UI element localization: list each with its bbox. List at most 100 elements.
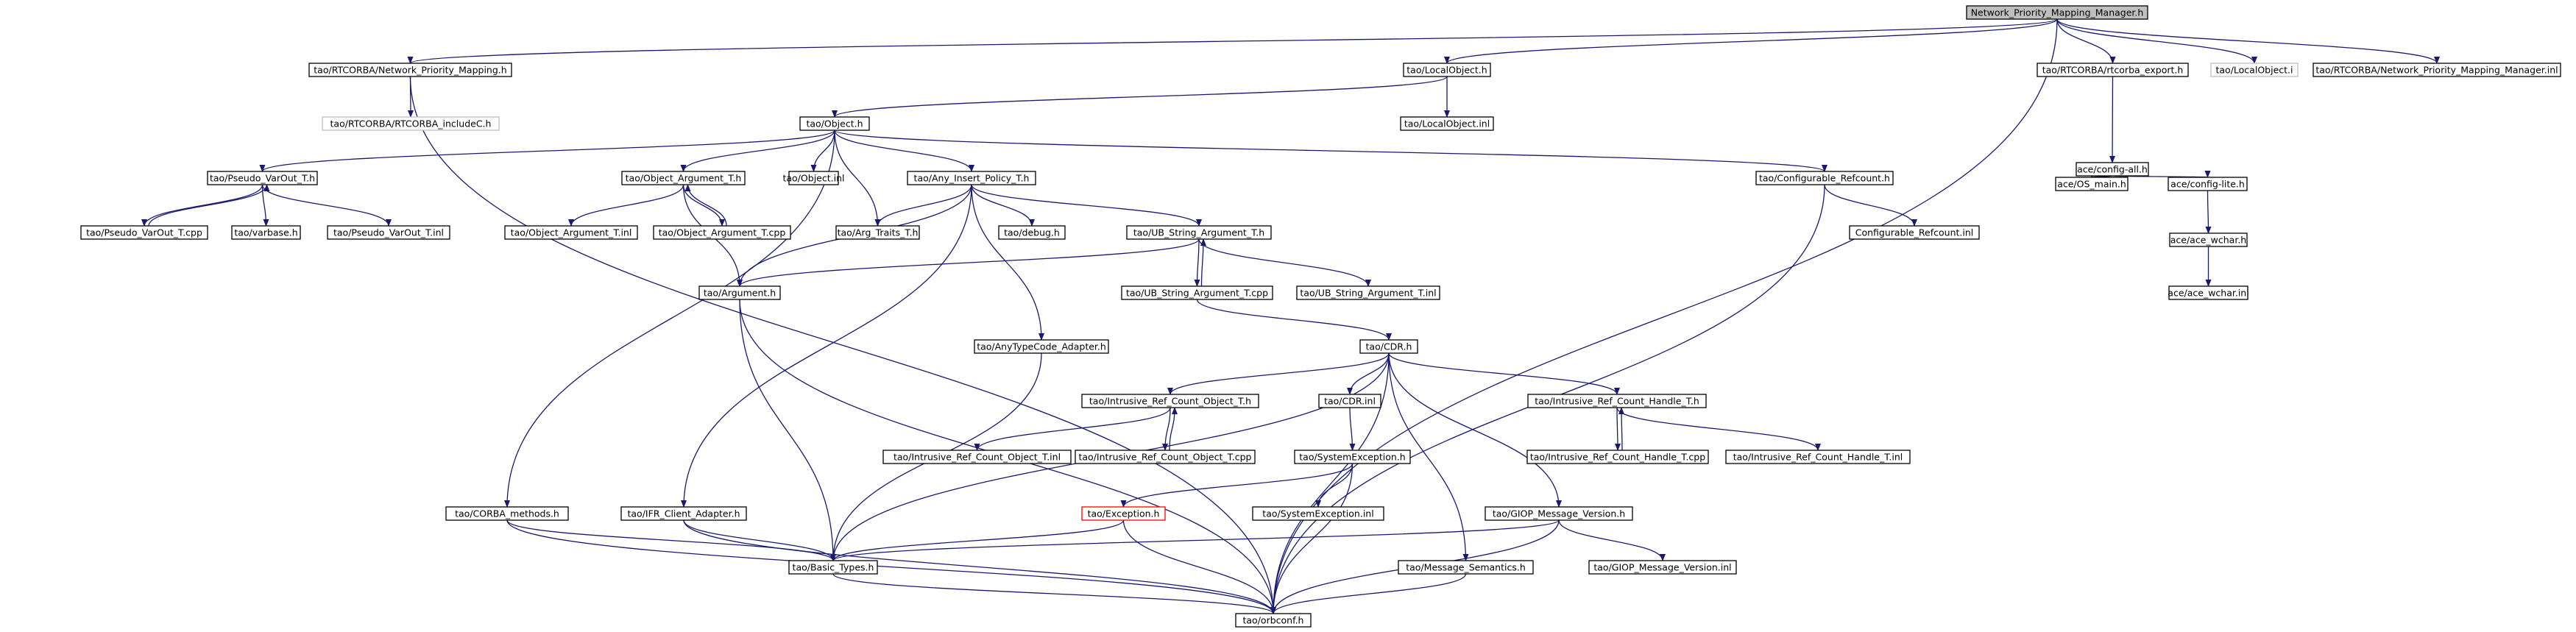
node-box xyxy=(1526,450,1709,464)
graph-node-pvt[interactable]: tao/Pseudo_VarOut_T.h xyxy=(207,171,318,185)
edge-irco-to-ircocpp xyxy=(1162,407,1171,451)
graph-node-rtex[interactable]: tao/RTCORBA/rtcorba_export.h xyxy=(2037,63,2189,77)
graph-node-arg[interactable]: tao/Argument.h xyxy=(698,285,781,300)
node-label: tao/CDR.h xyxy=(1366,341,1412,352)
node-label: ace/config-lite.h xyxy=(2170,179,2245,190)
node-box xyxy=(308,63,512,77)
graph-node-giopmv[interactable]: tao/GIOP_Message_Version.h xyxy=(1485,506,1633,521)
graph-node-aip[interactable]: tao/Any_Insert_Policy_T.h xyxy=(907,171,1036,185)
graph-node-ubsinl[interactable]: tao/UB_String_Argument_T.inl xyxy=(1296,285,1440,300)
graph-node-oat[interactable]: tao/Object_Argument_T.h xyxy=(621,171,746,185)
graph-node-crefinl[interactable]: Configurable_Refcount.inl xyxy=(1849,225,1980,240)
node-label: tao/Object_Argument_T.h xyxy=(626,173,742,184)
graph-node-msgsem[interactable]: tao/Message_Semantics.h xyxy=(1398,560,1534,575)
graph-node-ircoinl[interactable]: tao/Intrusive_Ref_Count_Object_T.inl xyxy=(882,450,1072,464)
graph-node-obj[interactable]: tao/Object.h xyxy=(799,116,870,131)
graph-node-irchcpp[interactable]: tao/Intrusive_Ref_Count_Handle_T.cpp xyxy=(1526,450,1709,464)
graph-node-npm[interactable]: tao/RTCORBA/Network_Priority_Mapping.h xyxy=(308,63,512,77)
graph-node-root[interactable]: Network_Priority_Mapping_Manager.h xyxy=(1966,5,2148,20)
graph-node-wcharinl[interactable]: ace/ace_wchar.inl xyxy=(2168,285,2249,300)
graph-node-debug[interactable]: tao/debug.h xyxy=(998,225,1066,240)
graph-node-cfgall[interactable]: ace/config-all.h xyxy=(2076,162,2149,177)
node-box xyxy=(2076,162,2149,177)
graph-node-rtinc[interactable]: tao/RTCORBA/RTCORBA_includeC.h xyxy=(322,116,500,131)
graph-node-oatcpp[interactable]: tao/Object_Argument_T.cpp xyxy=(653,225,791,240)
edge-cdr-to-giopmv xyxy=(1388,352,1562,508)
nodes-layer: Network_Priority_Mapping_Manager.h tao/RT… xyxy=(80,5,2561,628)
node-label: tao/Object.h xyxy=(806,118,863,129)
graph-node-cref[interactable]: tao/Configurable_Refcount.h xyxy=(1755,171,1894,185)
graph-node-ubs[interactable]: tao/UB_String_Argument_T.h xyxy=(1126,225,1272,240)
graph-node-sysexinl[interactable]: tao/SystemException.inl xyxy=(1252,506,1384,521)
node-label: tao/IFR_Client_Adapter.h xyxy=(627,508,740,519)
graph-node-bt[interactable]: tao/Basic_Types.h xyxy=(788,560,878,575)
node-label: tao/Pseudo_VarOut_T.h xyxy=(210,173,315,184)
graph-node-corbam[interactable]: tao/CORBA_methods.h xyxy=(445,506,569,521)
edge-root-to-npmmi xyxy=(2056,18,2440,64)
edge-ubs-to-ubscpp xyxy=(1194,238,1200,287)
node-box xyxy=(1081,506,1166,521)
node-box xyxy=(1126,225,1272,240)
edge-cdr-to-irch xyxy=(1388,352,1620,395)
node-label: tao/GIOP_Message_Version.h xyxy=(1493,508,1625,519)
node-label: tao/SystemException.inl xyxy=(1262,508,1373,519)
node-box xyxy=(653,225,791,240)
node-label: tao/Message_Semantics.h xyxy=(1406,562,1526,573)
node-label: tao/RTCORBA/RTCORBA_includeC.h xyxy=(330,118,492,129)
graph-node-npmmi[interactable]: tao/RTCORBA/Network_Priority_Mapping_Man… xyxy=(2313,63,2561,77)
edge-obj-to-oat xyxy=(680,129,835,172)
edge-ubscpp-to-ubs xyxy=(1200,238,1206,287)
graph-node-ubscpp[interactable]: tao/UB_String_Argument_T.cpp xyxy=(1121,285,1273,300)
node-label: tao/RTCORBA/Network_Priority_Mapping_Man… xyxy=(2315,65,2558,76)
graph-node-varbase[interactable]: tao/varbase.h xyxy=(231,225,301,240)
graph-node-oatinl[interactable]: tao/Object_Argument_T.inl xyxy=(504,225,638,240)
node-box xyxy=(1403,63,1491,77)
edge-root-to-loi_m xyxy=(2056,18,2257,64)
graph-node-cdr[interactable]: tao/CDR.h xyxy=(1359,339,1418,354)
graph-node-wchar[interactable]: ace/ace_wchar.h xyxy=(2169,232,2248,247)
node-label: ace/OS_main.h xyxy=(2057,179,2126,190)
edge-aip-to-ifrca xyxy=(681,184,972,508)
graph-node-ircocpp[interactable]: tao/Intrusive_Ref_Count_Object_T.cpp xyxy=(1075,450,1256,464)
graph-node-pvtcpp[interactable]: tao/Pseudo_VarOut_T.cpp xyxy=(80,225,208,240)
node-label: tao/LocalObject.i xyxy=(2216,65,2293,76)
edge-pvt-to-pvtcpp xyxy=(141,184,263,227)
node-box xyxy=(1527,394,1707,408)
node-label: ace/ace_wchar.inl xyxy=(2168,288,2248,299)
graph-node-argt[interactable]: tao/Arg_Traits_T.h xyxy=(835,225,920,240)
node-box xyxy=(1121,285,1273,300)
edge-root-to-orbconf xyxy=(1270,18,2058,614)
graph-node-ifrca[interactable]: tao/IFR_Client_Adapter.h xyxy=(620,506,747,521)
node-box xyxy=(1849,225,1980,240)
node-box xyxy=(2168,285,2248,300)
node-label: tao/Intrusive_Ref_Count_Object_T.h xyxy=(1089,396,1251,407)
edge-irch-to-irchcpp xyxy=(1614,407,1621,451)
graph-node-cdrinl[interactable]: tao/CDR.inl xyxy=(1318,394,1381,408)
node-label: tao/RTCORBA/rtcorba_export.h xyxy=(2042,65,2184,76)
graph-node-lo[interactable]: tao/LocalObject.h xyxy=(1403,63,1491,77)
edges-layer xyxy=(141,18,2440,614)
graph-node-osmain[interactable]: ace/OS_main.h xyxy=(2055,177,2129,191)
node-label: tao/Object.inl xyxy=(783,173,845,184)
node-label: tao/Object_Argument_T.inl xyxy=(511,227,632,238)
graph-node-cfglite[interactable]: ace/config-lite.h xyxy=(2168,177,2248,191)
graph-node-orbconf[interactable]: tao/orbconf.h xyxy=(1235,613,1312,628)
graph-node-oinl[interactable]: tao/Object.inl xyxy=(783,171,845,185)
edge-oat-to-oatcpp xyxy=(682,184,725,227)
graph-node-irchinl[interactable]: tao/Intrusive_Ref_Count_Handle_T.inl xyxy=(1725,450,1911,464)
edge-cdr-to-msgsem xyxy=(1388,352,1469,561)
graph-node-sysex[interactable]: tao/SystemException.h xyxy=(1294,450,1411,464)
graph-node-loinl[interactable]: tao/LocalObject.inl xyxy=(1400,116,1494,131)
graph-node-pvtinl[interactable]: tao/Pseudo_VarOut_T.inl xyxy=(327,225,450,240)
edge-obj-to-argt xyxy=(834,129,881,227)
graph-node-irch[interactable]: tao/Intrusive_Ref_Count_Handle_T.h xyxy=(1527,394,1707,408)
node-box xyxy=(1081,394,1259,408)
node-box xyxy=(231,225,301,240)
graph-node-exc[interactable]: tao/Exception.h xyxy=(1081,506,1166,521)
edge-sysex-to-orbconf xyxy=(1270,463,1354,614)
graph-node-giopmvinl[interactable]: tao/GIOP_Message_Version.inl xyxy=(1588,560,1737,575)
graph-node-atca[interactable]: tao/AnyTypeCode_Adapter.h xyxy=(974,339,1109,354)
graph-node-loi_m[interactable]: tao/LocalObject.i xyxy=(2210,63,2299,77)
graph-node-irco[interactable]: tao/Intrusive_Ref_Count_Object_T.h xyxy=(1081,394,1259,408)
edge-corbam-to-bt xyxy=(506,519,836,561)
